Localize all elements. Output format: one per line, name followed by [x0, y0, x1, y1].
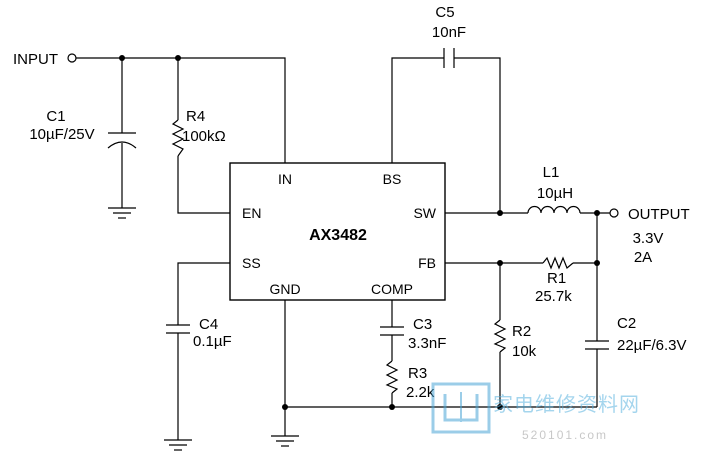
ic-body — [229, 162, 446, 301]
c3-value: 3.3nF — [408, 335, 446, 352]
l1-value: 10µH — [537, 185, 573, 202]
pin-label-sw: SW — [413, 205, 436, 221]
r4-resistor — [171, 119, 185, 157]
c5-value: 10nF — [432, 24, 466, 41]
r4-value: 100kΩ — [182, 128, 226, 145]
pin-label-in: IN — [278, 171, 292, 187]
c4-ref: C4 — [199, 316, 218, 333]
input-terminal — [67, 53, 77, 63]
junction-dot — [282, 404, 288, 410]
c3-ref: C3 — [413, 316, 432, 333]
c4-value: 0.1µF — [193, 333, 232, 350]
gnd-wire — [284, 300, 597, 436]
pin-label-gnd: GND — [269, 281, 300, 297]
r3-ref: R3 — [408, 365, 427, 382]
l1-ref: L1 — [543, 164, 560, 181]
r1-resistor — [542, 256, 574, 270]
pin-label-ss: SS — [242, 255, 261, 271]
input-rail-wire — [76, 57, 286, 163]
r1-value: 25.7k — [535, 288, 572, 305]
r2-ref: R2 — [512, 323, 531, 340]
c1-ref: C1 — [46, 108, 65, 125]
pin-label-comp: COMP — [371, 281, 413, 297]
output-terminal — [609, 208, 619, 218]
c1-plate-curved — [107, 141, 137, 149]
watermark-url: 520101.com — [522, 428, 608, 442]
watermark-text: 家电维修资料网 — [493, 393, 640, 416]
junction-dot — [497, 404, 503, 410]
c5-ref: C5 — [435, 4, 454, 21]
input-label: INPUT — [13, 51, 58, 68]
r4-ref: R4 — [186, 108, 205, 125]
r4-wire — [177, 58, 230, 214]
output-current: 2A — [634, 249, 652, 266]
r2-value: 10k — [512, 343, 537, 360]
r3-resistor — [385, 360, 399, 394]
ground-icon — [108, 207, 136, 219]
ground-icon — [164, 439, 192, 451]
r2-resistor — [493, 319, 507, 353]
junction-dot — [497, 210, 503, 216]
output-label: OUTPUT — [628, 206, 690, 223]
ss-wire — [177, 262, 230, 440]
ic-part-number: AX3482 — [309, 227, 367, 244]
pin-label-fb: FB — [418, 255, 436, 271]
junction-dot — [389, 404, 395, 410]
pin-label-bs: BS — [383, 171, 402, 187]
c5-wire — [391, 57, 501, 213]
c2-ref: C2 — [617, 315, 636, 332]
pin-label-en: EN — [242, 205, 261, 221]
c2-value: 22µF/6.3V — [617, 337, 687, 354]
watermark-logo-icon — [431, 382, 491, 434]
ground-icon — [271, 435, 299, 447]
output-voltage: 3.3V — [633, 230, 664, 247]
l1-inductor — [527, 205, 581, 214]
r1-ref: R1 — [547, 270, 566, 287]
c1-value: 10µF/25V — [29, 126, 94, 143]
r3-value: 2.2k — [406, 384, 435, 401]
